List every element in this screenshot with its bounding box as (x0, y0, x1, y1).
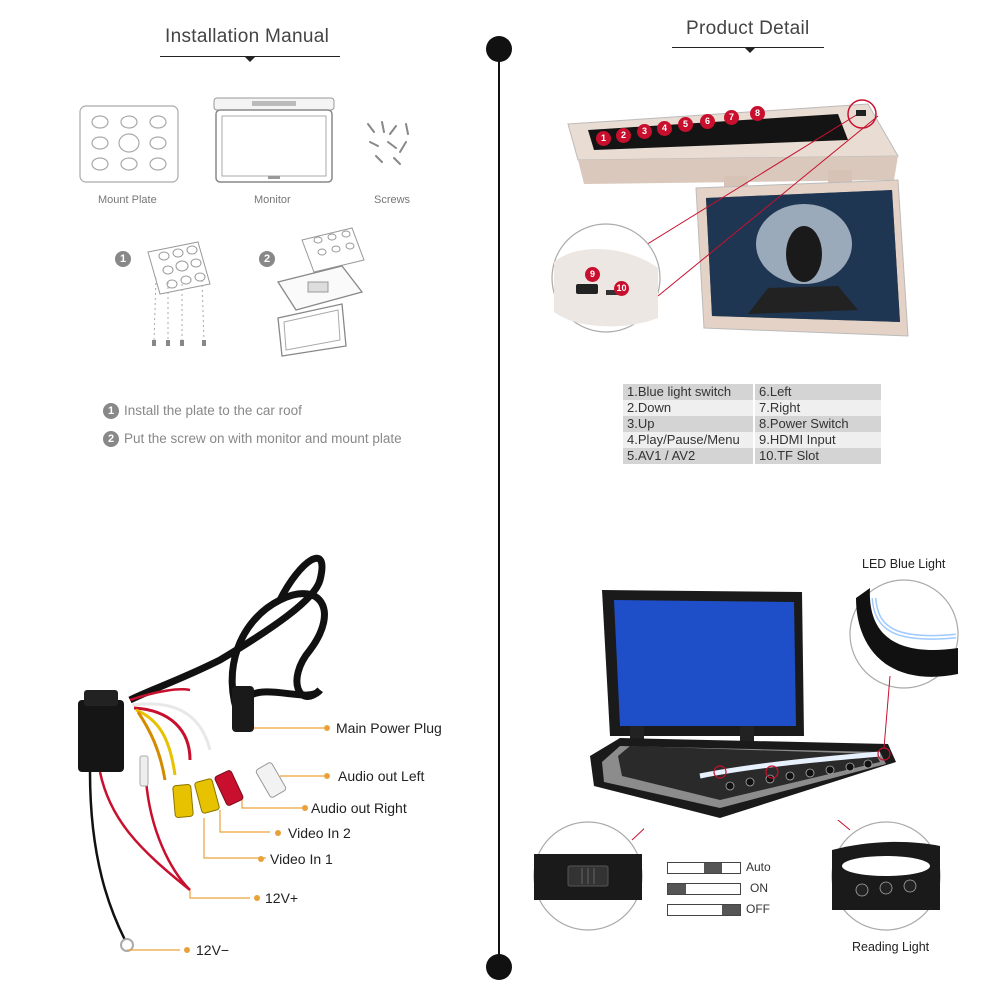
spec-cell: 10.TF Slot (755, 448, 881, 464)
product-detail-title: Product Detail (686, 18, 810, 39)
step-2-assembly-drawing (276, 227, 365, 357)
wire-dot-audio-left (324, 773, 330, 779)
label-video-in-2: Video In 2 (288, 825, 351, 841)
switch-off-diagram (667, 904, 741, 916)
step-1-badge: 1 (115, 251, 131, 267)
spec-cell: 4.Play/Pause/Menu (623, 432, 753, 448)
button-number-3: 3 (637, 124, 652, 139)
wire-dot-video-in-2 (275, 830, 281, 836)
button-number-1: 1 (596, 131, 611, 146)
screws-caption: Screws (374, 194, 411, 206)
button-number-2: 2 (616, 128, 631, 143)
button-number-6: 6 (700, 114, 715, 129)
divider-bottom-dot (486, 954, 512, 980)
spec-row: 3.Up 8.Power Switch (623, 416, 881, 432)
wire-dot-main-power (324, 725, 330, 731)
switch-zoom-callout (533, 821, 644, 931)
label-audio-out-left: Audio out Left (338, 768, 425, 784)
mount-plate-icon (79, 105, 179, 183)
switch-on-label: ON (750, 881, 768, 895)
switch-off-label: OFF (746, 902, 770, 916)
switch-on-diagram (667, 883, 741, 895)
spec-row: 2.Down 7.Right (623, 400, 881, 416)
step-2-badge: 2 (259, 251, 275, 267)
spec-cell: 9.HDMI Input (755, 432, 881, 448)
label-12v-minus: 12V− (196, 942, 230, 958)
spec-row: 1.Blue light switch 6.Left (623, 384, 881, 400)
center-divider (498, 48, 500, 966)
wire-dot-12v-minus (184, 947, 190, 953)
spec-cell: 8.Power Switch (755, 416, 881, 432)
step-1-plate-drawing (147, 241, 211, 346)
title-underline (160, 56, 340, 57)
button-number-4: 4 (657, 121, 672, 136)
spec-cell: 2.Down (623, 400, 753, 416)
reading-light-zoom-callout (831, 820, 941, 931)
spec-table: 1.Blue light switch 6.Left 2.Down 7.Righ… (621, 384, 883, 464)
wiring-harness-illustration (78, 554, 328, 952)
button-number-5: 5 (678, 117, 693, 132)
spec-row: 4.Play/Pause/Menu 9.HDMI Input (623, 432, 881, 448)
button-number-7: 7 (724, 110, 739, 125)
spec-cell: 1.Blue light switch (623, 384, 753, 400)
instruction-2-badge: 2 (103, 431, 119, 447)
wire-dot-12v-plus (254, 895, 260, 901)
button-number-8: 8 (750, 106, 765, 121)
led-zoom-callout (849, 579, 959, 689)
label-12v-plus: 12V+ (265, 890, 299, 906)
label-audio-out-right: Audio out Right (311, 800, 407, 816)
mount-plate-caption: Mount Plate (98, 194, 157, 206)
title-tick-icon (245, 57, 255, 62)
spec-cell: 6.Left (755, 384, 881, 400)
label-main-power-plug: Main Power Plug (336, 720, 442, 736)
switch-auto-diagram (667, 862, 741, 874)
reading-light-label: Reading Light (852, 940, 930, 954)
port-number-10: 10 (614, 281, 629, 296)
wire-dot-audio-right (302, 805, 308, 811)
screws-icon (367, 121, 409, 165)
monitor-caption: Monitor (254, 194, 291, 206)
monitor-icon (213, 97, 335, 183)
spec-row: 5.AV1 / AV2 10.TF Slot (623, 448, 881, 464)
port-zoom-callout (551, 223, 661, 333)
port-number-9: 9 (585, 267, 600, 282)
ceiling-monitor-illustration (567, 99, 909, 337)
spec-cell: 7.Right (755, 400, 881, 416)
product-title-underline (672, 47, 824, 48)
instruction-2-text: Put the screw on with monitor and mount … (124, 431, 402, 446)
spec-cell: 3.Up (623, 416, 753, 432)
label-video-in-1: Video In 1 (270, 851, 333, 867)
instruction-1-text: Install the plate to the car roof (124, 403, 302, 418)
product-title-tick-icon (745, 48, 755, 53)
led-blue-light-label: LED Blue Light (862, 557, 946, 571)
installation-manual-title: Installation Manual (165, 26, 330, 47)
black-monitor-illustration (590, 590, 896, 818)
instruction-1-badge: 1 (103, 403, 119, 419)
wire-dot-video-in-1 (258, 856, 264, 862)
switch-auto-label: Auto (746, 860, 771, 874)
spec-cell: 5.AV1 / AV2 (623, 448, 753, 464)
